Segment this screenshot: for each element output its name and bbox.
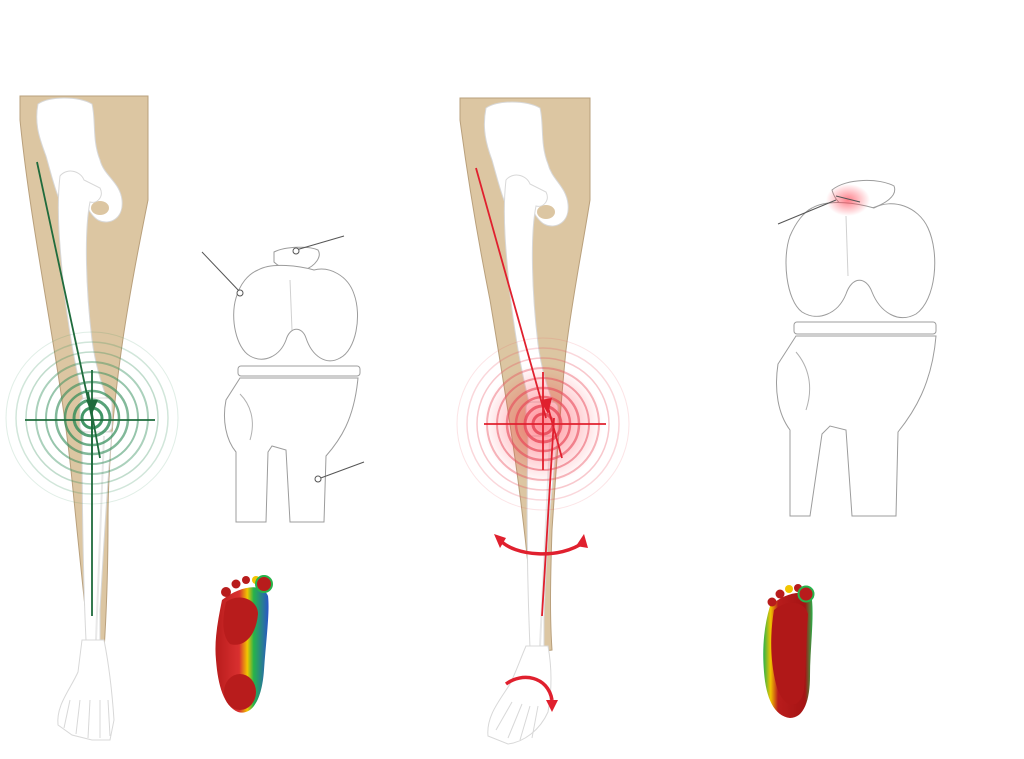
- left-foot-bones: [57, 639, 115, 741]
- left-tibial-plateau: [237, 365, 361, 377]
- rotation-arrowhead: [494, 534, 506, 548]
- patella-pain-glow: [826, 184, 870, 216]
- left-femur-condyles: [233, 264, 358, 362]
- rotation-arrowhead-3: [546, 700, 558, 712]
- right-foot-bones: [487, 645, 552, 745]
- right-foot-pressure-map: [763, 584, 815, 718]
- left-axis-arrow: [86, 400, 98, 414]
- right-tibia-upper: [776, 335, 937, 517]
- left-foot-pressure-map: [215, 575, 273, 713]
- right-callouts: [777, 195, 861, 225]
- rotation-arrow-icon: [498, 538, 586, 701]
- right-axis-arrow: [540, 398, 552, 414]
- left-tibia-upper: [223, 377, 359, 523]
- left-callouts: [201, 235, 365, 483]
- right-femur-condyles: [785, 202, 936, 319]
- right-mechanical-axis: [475, 167, 606, 617]
- right-knee-joint: [776, 179, 937, 517]
- left-knee-joint: [223, 246, 361, 523]
- right-tibial-plateau: [793, 321, 937, 335]
- rotation-arrowhead-2: [576, 534, 588, 548]
- right-femur: [503, 174, 555, 415]
